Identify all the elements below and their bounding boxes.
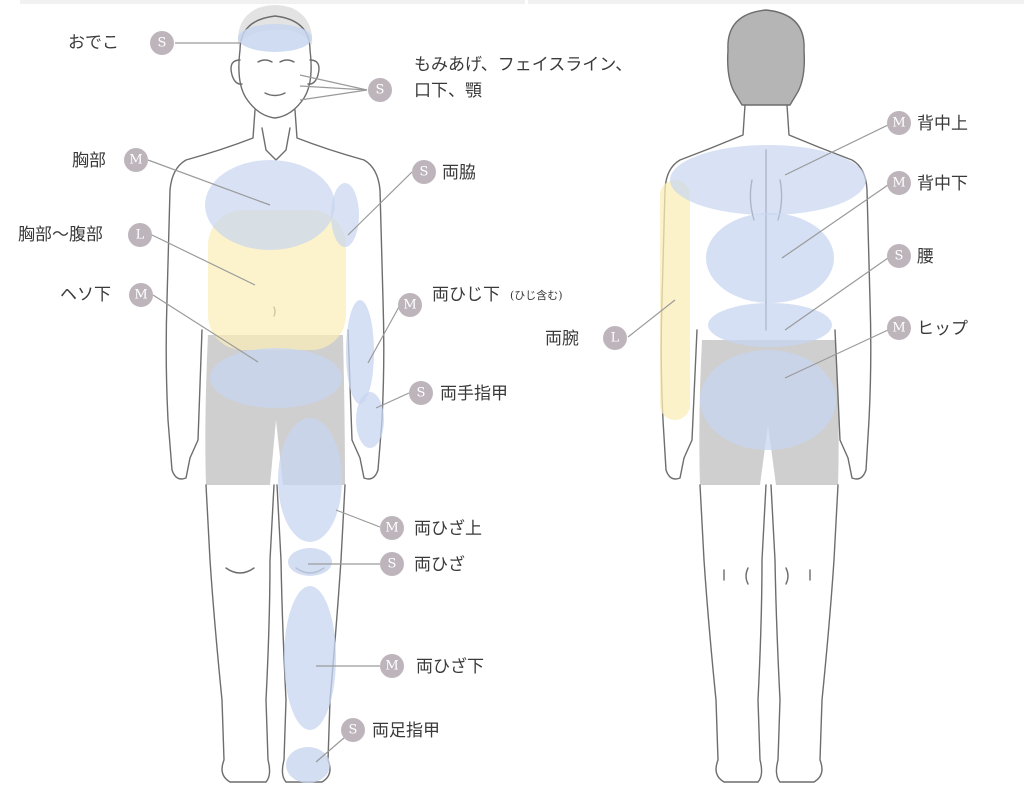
- size-badge: [887, 171, 911, 195]
- size-badge: [380, 654, 404, 678]
- badge-lower-back-text: M: [892, 176, 905, 191]
- label-above-knees: M 両ひざ上: [380, 516, 482, 540]
- badge-forearms-text: M: [403, 298, 416, 313]
- badge-knees-text: S: [388, 557, 397, 572]
- back-body-outline: [660, 9, 872, 783]
- size-badge: [150, 31, 174, 55]
- size-badge: [603, 326, 627, 350]
- size-badge: [368, 78, 392, 102]
- size-badge: [124, 148, 148, 172]
- size-badge: [380, 552, 404, 576]
- badge-chest-text: M: [129, 153, 142, 168]
- size-badge: [129, 283, 153, 307]
- label-waist-text: 腰: [917, 247, 934, 267]
- size-badge: [409, 381, 433, 405]
- region-forehead: [238, 24, 312, 52]
- label-forearms: 両ひじ下 (ひじ含む) M: [398, 285, 563, 317]
- badge-below-knees-text: M: [385, 659, 398, 674]
- size-badge: [341, 718, 365, 742]
- back-figure: [627, 9, 889, 783]
- label-chest-abdomen-text: 胸部〜腹部: [18, 225, 103, 245]
- label-fingers: S 両手指甲: [409, 381, 508, 405]
- region-upper-back: [670, 145, 866, 215]
- label-toes-text: 両足指甲: [372, 721, 440, 741]
- label-below-knees-text: 両ひざ下: [416, 656, 484, 677]
- badge-arms-text: L: [611, 331, 620, 346]
- label-chest: 胸部 M: [72, 148, 148, 172]
- label-lower-back: M 背中下: [887, 171, 968, 195]
- badge-below-navel-text: M: [134, 288, 147, 303]
- label-above-knees-text: 両ひざ上: [414, 518, 482, 539]
- front-regions: [205, 24, 384, 783]
- size-badge: [887, 316, 911, 340]
- top-divider-right: [528, 0, 1024, 4]
- back-regions: [660, 145, 866, 450]
- size-badge: [398, 293, 422, 317]
- label-below-navel: ヘソ下 M: [60, 283, 153, 307]
- region-waist: [708, 303, 832, 347]
- badge-face-text: S: [376, 83, 385, 98]
- label-below-navel-text: ヘソ下: [60, 285, 111, 305]
- label-forehead: おでこ S: [68, 31, 174, 55]
- size-badge: [887, 111, 911, 135]
- label-arms: 両腕 L: [545, 326, 627, 350]
- label-toes: S 両足指甲: [341, 718, 440, 742]
- label-hips: M ヒップ: [887, 316, 968, 340]
- size-badge: [887, 244, 911, 268]
- region-hip: [700, 350, 836, 450]
- badge-upper-back-text: M: [892, 116, 905, 131]
- region-below-knee: [284, 586, 336, 730]
- region-toes: [286, 747, 330, 783]
- label-chest-abdomen: 胸部〜腹部 L: [18, 223, 152, 247]
- size-badge: [380, 516, 404, 540]
- label-underarms: S 両脇: [412, 160, 476, 184]
- label-arms-text: 両腕: [545, 329, 579, 349]
- badge-fingers-text: S: [417, 386, 426, 401]
- region-above-knee: [278, 418, 342, 542]
- label-hips-text: ヒップ: [917, 319, 968, 339]
- front-figure: [147, 5, 413, 783]
- label-waist: S 腰: [887, 244, 934, 268]
- front-leader-lines: [147, 42, 413, 763]
- badge-toes-text: S: [349, 723, 358, 738]
- region-hand: [356, 392, 384, 448]
- badge-hips-text: M: [892, 321, 905, 336]
- label-face-line1: もみあげ、フェイスライン、: [414, 55, 632, 75]
- label-below-knees: M 両ひざ下: [380, 654, 484, 678]
- top-divider-left: [20, 0, 525, 4]
- badge-forehead-text: S: [158, 36, 167, 51]
- size-badge: [412, 160, 436, 184]
- label-knees-text: 両ひざ: [414, 554, 465, 575]
- label-forearms-text: 両ひじ下: [432, 285, 500, 305]
- region-forearm: [346, 300, 374, 404]
- label-chest-text: 胸部: [72, 151, 106, 171]
- back-leader-lines: [627, 124, 889, 379]
- badge-underarms-text: S: [420, 165, 429, 180]
- label-forearms-note: (ひじ含む): [510, 288, 563, 302]
- label-forehead-text: おでこ: [68, 33, 119, 53]
- label-fingers-text: 両手指甲: [440, 384, 508, 404]
- region-lower-back: [706, 213, 834, 303]
- size-badge: [128, 223, 152, 247]
- region-underarm: [331, 183, 359, 247]
- region-knee: [288, 548, 332, 576]
- badge-chest-abdomen-text: L: [136, 228, 145, 243]
- label-lower-back-text: 背中下: [917, 174, 968, 194]
- badge-above-knees-text: M: [385, 521, 398, 536]
- back-hair: [727, 10, 805, 105]
- label-underarms-text: 両脇: [442, 163, 476, 183]
- label-upper-back-text: 背中上: [917, 114, 968, 134]
- region-below-navel: [210, 348, 342, 408]
- label-face-line2: 口下、顎: [414, 81, 482, 101]
- label-upper-back: M 背中上: [887, 111, 968, 135]
- label-face: もみあげ、フェイスライン、 口下、顎 S: [368, 55, 632, 102]
- label-knees: S 両ひざ: [380, 552, 465, 576]
- badge-waist-text: S: [895, 249, 904, 264]
